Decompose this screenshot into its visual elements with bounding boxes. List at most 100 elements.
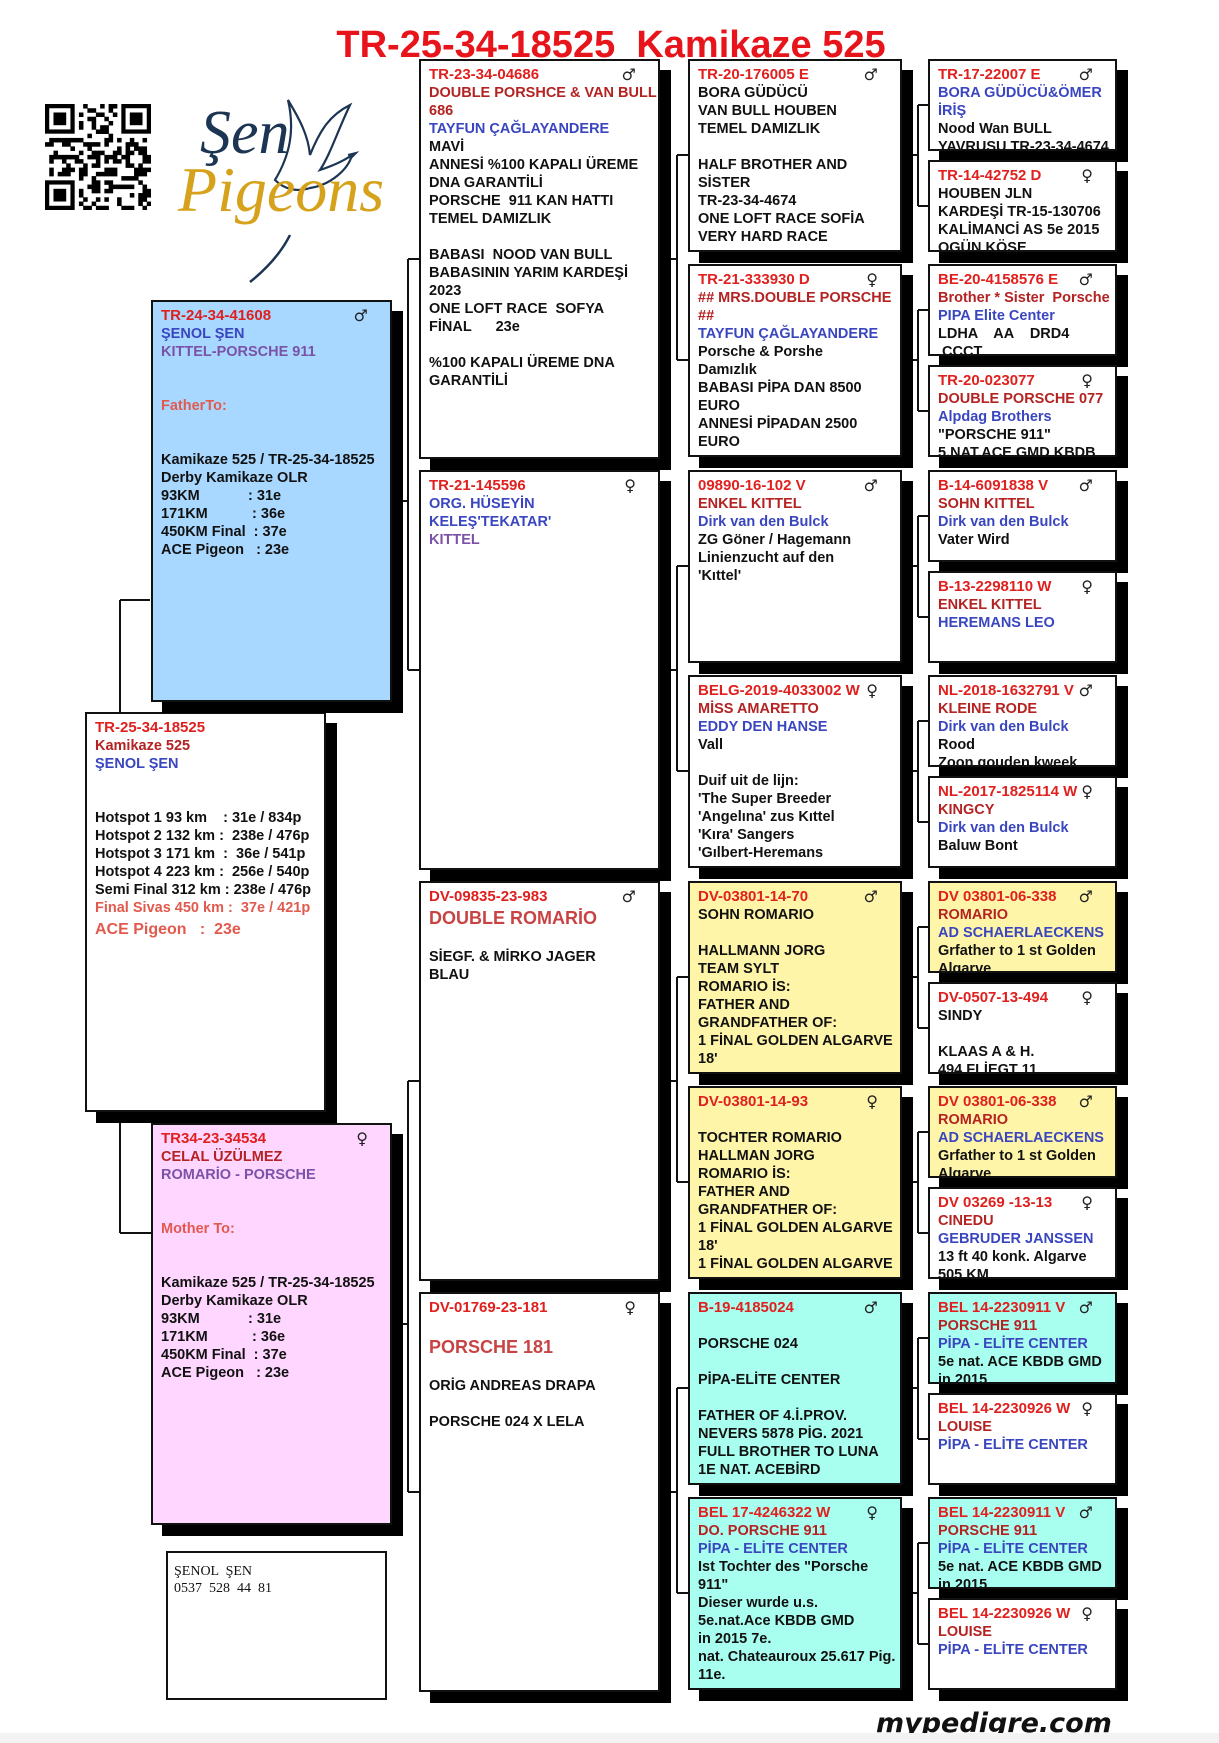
great-great-grandparent-card[interactable]: BE-20-4158576 E♂Brother * Sister Porsche… bbox=[928, 264, 1117, 356]
pigeon-info-line: nat. Chateauroux 25.617 Pig. bbox=[698, 1649, 896, 1665]
ring-number: TR-20-176005 E bbox=[698, 66, 809, 83]
male-icon: ♂ bbox=[863, 1298, 878, 1317]
pigeon-info-line: 'Gılbert-Heremans bbox=[698, 845, 824, 861]
qr-code[interactable] bbox=[45, 104, 151, 210]
pigeon-info-line: 13 ft 40 konk. Algarve bbox=[938, 1249, 1087, 1265]
male-icon: ♂ bbox=[1078, 1298, 1093, 1317]
pigeon-info-line: 1 FİNAL GOLDEN ALGARVE bbox=[698, 1256, 893, 1272]
pigeon-info-line: ŞENOL ŞEN bbox=[161, 326, 245, 342]
ring-number: BEL 14-2230926 W bbox=[938, 1400, 1071, 1417]
male-icon: ♂ bbox=[621, 887, 636, 906]
pigeon-info-line: ONE LOFT RACE SOFYA bbox=[429, 301, 605, 317]
pigeon-info-line: BLAU bbox=[429, 967, 470, 983]
pigeon-info-line: TEAM SYLT bbox=[698, 961, 780, 977]
pigeon-info-line: Duif uit de lijn: bbox=[698, 773, 799, 789]
pigeon-info-line: DOUBLE PORSHCE & VAN BULL bbox=[429, 85, 657, 101]
male-icon: ♂ bbox=[863, 65, 878, 84]
male-icon: ♂ bbox=[1078, 887, 1093, 906]
ring-number: DV-0507-13-494 bbox=[938, 989, 1049, 1006]
female-icon: ♀ bbox=[624, 476, 636, 495]
pigeon-info-line: 'Kıra' Sangers bbox=[698, 827, 795, 843]
ring-number: DV 03801-06-338 bbox=[938, 888, 1057, 905]
pigeon-info-line: DOUBLE ROMARİO bbox=[429, 908, 597, 928]
pigeon-info-line: Semi Final 312 km : 238e / 476p bbox=[95, 882, 312, 898]
pigeon-info-line: KLEINE RODE bbox=[938, 701, 1038, 717]
ring-number: DV-03801-14-70 bbox=[698, 888, 809, 905]
male-icon: ♂ bbox=[1078, 1503, 1093, 1522]
female-icon: ♀ bbox=[866, 1092, 878, 1111]
footer-website[interactable]: mypedigre.com bbox=[876, 1708, 1112, 1733]
pigeon-info-line: 2023 bbox=[429, 283, 462, 299]
ring-number: BEL 14-2230926 W bbox=[938, 1605, 1071, 1622]
pigeon-info-line: Algarve bbox=[938, 961, 992, 973]
pigeon-info-line: %100 KAPALI ÜREME DNA bbox=[429, 355, 615, 371]
pigeon-info-line: TR-23-34-4674 bbox=[698, 193, 797, 209]
pigeon-info-line: ROMARİO - PORSCHE bbox=[161, 1167, 316, 1183]
contact-name: ŞENOL ŞEN bbox=[174, 1564, 253, 1579]
pigeon-info-line: FATHER AND bbox=[698, 1184, 790, 1200]
pigeon-info-line bbox=[161, 379, 382, 397]
pigeon-info-line: 171KM : 36e bbox=[161, 506, 286, 522]
pigeon-info-line: Vater Wird bbox=[938, 532, 1010, 548]
pigeon-info-line: Dirk van den Bulck bbox=[938, 514, 1069, 530]
pigeon-info-line bbox=[429, 1395, 650, 1413]
pigeon-info-line: Ist Tochter des "Porsche bbox=[698, 1559, 869, 1575]
pigeon-info-line: 911" bbox=[698, 1577, 729, 1593]
pigeon-info-line: PORSCHE 024 X LELA bbox=[429, 1414, 585, 1430]
pigeon-info-line: ROMARIO İS: bbox=[698, 1166, 791, 1182]
pigeon-info-line: ACE Pigeon : 23e bbox=[95, 921, 241, 938]
ring-number: DV-09835-23-983 bbox=[429, 888, 548, 905]
pigeon-info-line: "PORSCHE 911" bbox=[938, 427, 1051, 443]
pigeon-info-line: Algarve bbox=[938, 1166, 992, 1178]
pigeon-info-line: GRANDFATHER OF: bbox=[698, 1015, 838, 1031]
pigeon-info-line: BORA GÜDÜCÜ&ÖMER bbox=[938, 85, 1102, 101]
pigeon-info-line bbox=[429, 228, 650, 246]
pigeon-info-line: PORSCHE 911 bbox=[938, 1523, 1038, 1539]
pigeon-info-line: Dirk van den Bulck bbox=[938, 719, 1069, 735]
pigeon-info-line: NEVERS 5878 PİG. 2021 bbox=[698, 1426, 864, 1442]
pigeon-info-line: PORSCHE 911 bbox=[938, 1318, 1038, 1334]
pigeon-info-line: 450KM Final : 37e bbox=[161, 524, 287, 540]
pigeon-info-line: ## MRS.DOUBLE PORSCHE bbox=[698, 290, 892, 306]
pigeon-info-line bbox=[698, 138, 892, 156]
great-grandparent-card[interactable]: TR-21-333930 D♀## MRS.DOUBLE PORSCHE##TA… bbox=[688, 264, 902, 457]
pigeon-info-line: 1E NAT. ACEBİRD bbox=[698, 1462, 821, 1478]
pigeon-info-line: ACE Pigeon : 23e bbox=[161, 1365, 290, 1381]
pigeon-info-line: FATHER OF 4.İ.PROV. bbox=[698, 1408, 848, 1424]
ring-number: TR34-23-34534 bbox=[161, 1130, 267, 1147]
pigeon-info-line: ROMARIO İS: bbox=[698, 979, 791, 995]
grandparent-card[interactable]: TR-23-34-04686♂DOUBLE PORSHCE & VAN BULL… bbox=[419, 59, 660, 459]
pigeon-info-line: AD SCHAERLAECKENS bbox=[938, 1130, 1104, 1146]
pigeon-info-line: DNA GARANTİLİ bbox=[429, 175, 543, 191]
pigeon-info-line: HALLMAN JORG bbox=[698, 1148, 815, 1164]
logo-text-sen: Şen bbox=[200, 99, 290, 167]
